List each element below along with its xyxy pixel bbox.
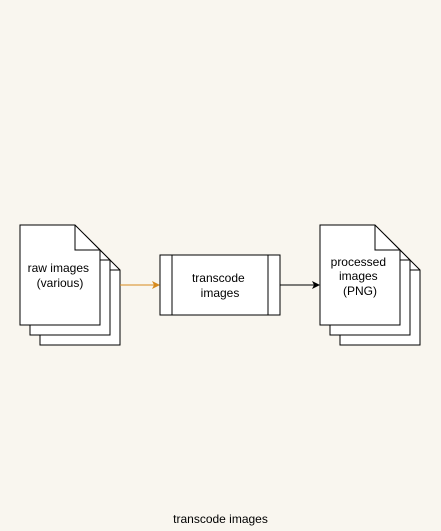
document-sheet-front	[19, 224, 101, 326]
processed-images-label-line1: processed	[331, 255, 386, 269]
processed-images-label-line3: (PNG)	[343, 284, 377, 298]
transcode-process-node[interactable]: transcode images	[159, 254, 281, 316]
processed-images-label: processed images (PNG)	[331, 255, 390, 298]
diagram-caption: transcode images	[173, 512, 268, 526]
document-sheet-front-fold	[74, 225, 100, 251]
transcode-label-line1: transcode	[192, 271, 245, 285]
raw-images-node[interactable]: raw images (various)	[19, 224, 121, 346]
transcode-label: transcode images	[192, 271, 248, 300]
transcode-label-line2: images	[201, 286, 240, 300]
process-box	[159, 254, 281, 316]
processed-images-node[interactable]: processed images (PNG)	[319, 224, 421, 346]
processed-images-label-line2: images	[339, 269, 378, 283]
raw-images-label-line1: raw images	[28, 261, 89, 275]
raw-images-label: raw images (various)	[28, 261, 93, 290]
document-sheet-front-fold	[374, 225, 400, 251]
raw-images-label-line2: (various)	[37, 276, 84, 290]
